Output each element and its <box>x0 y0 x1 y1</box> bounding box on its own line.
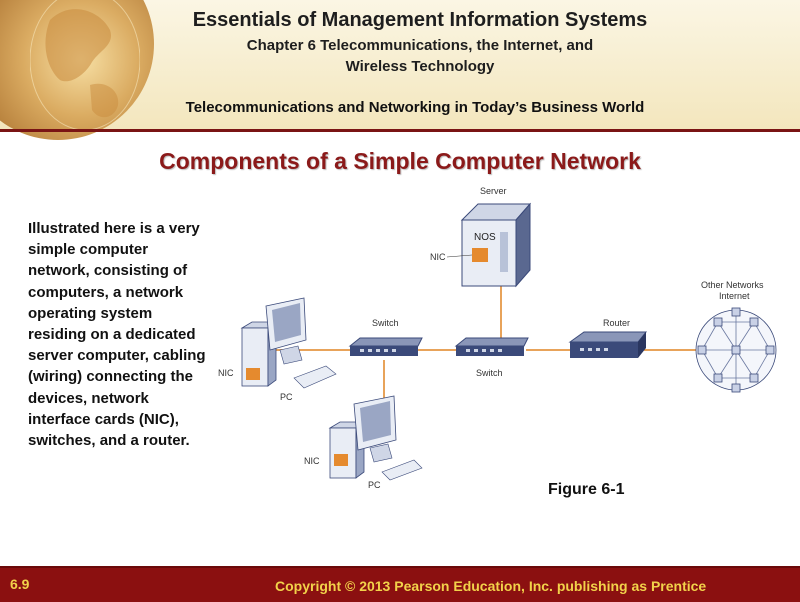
slide-title: Components of a Simple Computer Network <box>159 148 641 174</box>
pc-bottom-nic-icon <box>334 454 348 466</box>
chapter-title: Chapter 6 Telecommunications, the Intern… <box>180 35 660 77</box>
switch-right-label: Switch <box>476 368 503 378</box>
header-divider <box>0 129 800 132</box>
internet-network-icon: Other Networks Internet <box>695 280 777 393</box>
server-nic-label: NIC <box>430 252 446 262</box>
switch-left: Switch <box>348 318 423 356</box>
chapter-line-2: Wireless Technology <box>345 58 495 75</box>
pc-left-label: PC <box>280 392 293 402</box>
pc-bottom: NIC PC <box>304 395 423 490</box>
slide-header <box>0 0 800 140</box>
pc-bottom-label: PC <box>368 480 381 490</box>
pc-left-nic-label: NIC <box>218 368 234 378</box>
book-title: Essentials of Management Information Sys… <box>192 9 648 31</box>
server-nic-icon <box>472 248 488 262</box>
router-device: Router <box>568 318 648 358</box>
switch-left-label: Switch <box>372 318 399 328</box>
slide-footer <box>0 566 800 602</box>
network-diagram: Server NOS NIC Switch Switch Router <box>218 186 777 490</box>
pc-left-keyboard <box>293 365 337 389</box>
server-device: Server NOS NIC <box>430 186 532 288</box>
pc-bottom-nic-label: NIC <box>304 456 320 466</box>
chapter-line-1: Chapter 6 Telecommunications, the Intern… <box>246 37 594 54</box>
pc-bottom-keyboard <box>381 459 423 481</box>
nos-label: NOS <box>474 232 496 243</box>
globe-continents-icon <box>30 0 140 130</box>
section-title: Telecommunications and Networking in Tod… <box>185 99 645 116</box>
slide-body-text: Illustrated here is a very simple comput… <box>28 220 206 450</box>
switch-right: Switch <box>454 337 529 378</box>
slide-number: 6.9 <box>10 576 30 592</box>
pc-left: NIC PC <box>218 297 337 402</box>
router-label: Router <box>603 318 630 328</box>
server-label: Server <box>480 186 507 196</box>
internet-label: Internet <box>719 291 750 301</box>
figure-caption: Figure 6-1 <box>548 481 625 498</box>
copyright-notice: Copyright © 2013 Pearson Education, Inc.… <box>275 578 707 594</box>
pc-left-nic-icon <box>246 368 260 380</box>
other-networks-label: Other Networks <box>701 280 764 290</box>
